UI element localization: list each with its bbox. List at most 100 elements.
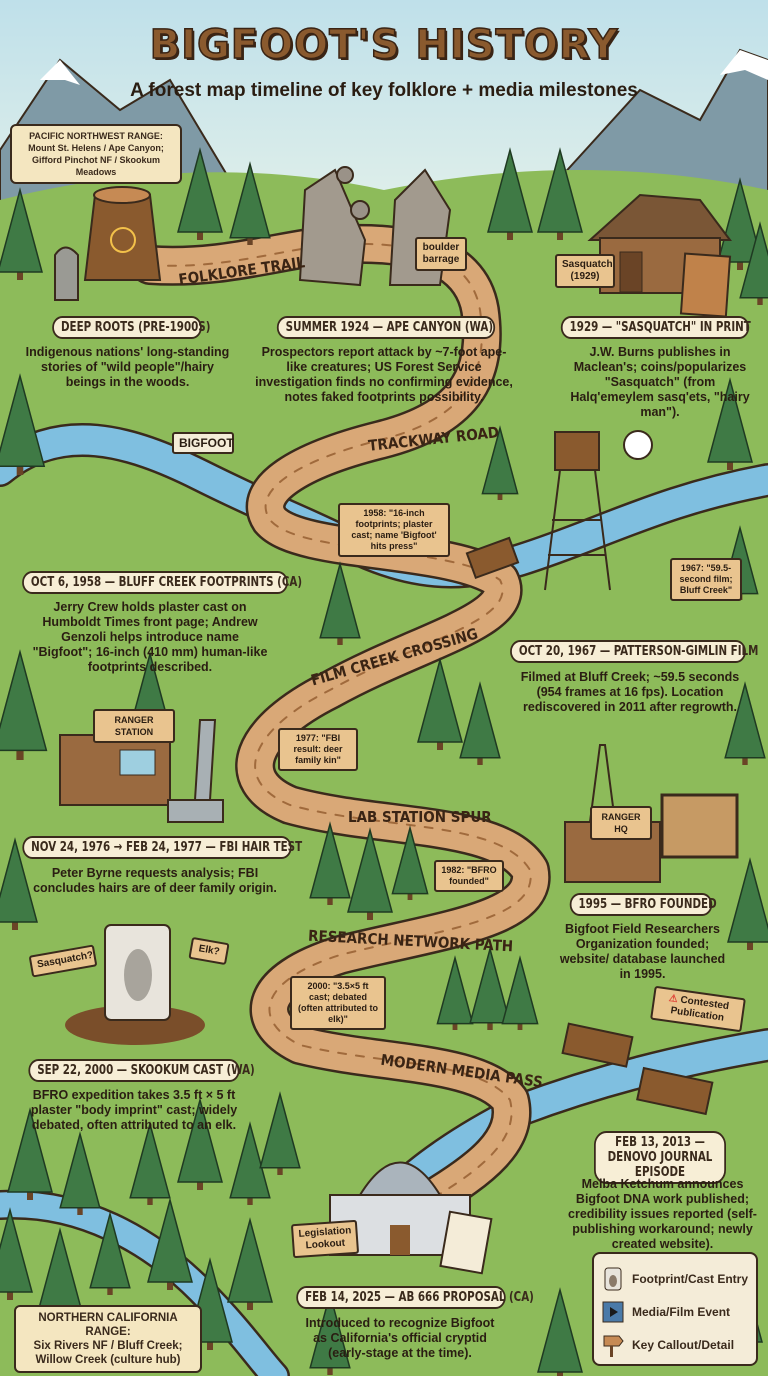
event-description: Jerry Crew holds plaster cast on Humbold… xyxy=(32,600,268,674)
pine-tree-icon xyxy=(59,1131,101,1215)
pine-tree-icon xyxy=(727,857,768,950)
tree-stump-icon xyxy=(83,186,162,281)
region-line: Willow Creek (culture hub) xyxy=(35,1354,181,1366)
pine-tree-icon xyxy=(177,1097,223,1190)
event-title: 1995 — BFRO FOUNDED xyxy=(569,893,717,916)
callout-1958: 1958: "16-inch footprints; plaster cast;… xyxy=(338,503,450,557)
pine-tree-icon xyxy=(229,1121,271,1205)
pine-tree-icon xyxy=(717,177,763,270)
pine-tree-icon xyxy=(391,825,429,900)
legend-item: Media/Film Event xyxy=(602,1295,748,1328)
pine-tree-icon xyxy=(537,147,583,240)
event-title: FEB 13, 2013 — DENOVO JOURNAL EPISODE xyxy=(594,1131,726,1184)
legend-label: Key Callout/Detail xyxy=(632,1337,735,1352)
landmarks xyxy=(54,166,739,1275)
pine-tree-icon xyxy=(501,955,539,1030)
legend-label: Media/Film Event xyxy=(632,1304,731,1319)
fire-lookout-tower-icon xyxy=(544,431,611,591)
region-pacific-northwest: PACIFIC NORTHWEST RANGE: Mount St. Helen… xyxy=(10,124,182,184)
pine-tree-icon xyxy=(89,1211,131,1295)
pine-tree-icon xyxy=(0,837,38,930)
pine-tree-icon xyxy=(436,955,474,1030)
standing-stone-icon xyxy=(54,246,79,301)
event-description: Filmed at Bluff Creek; ~59.5 seconds (95… xyxy=(520,670,740,714)
pine-tree-icon xyxy=(129,1121,171,1205)
pine-tree-icon xyxy=(7,1107,53,1200)
event-title: SEP 22, 2000 — SKOOKUM CAST (WA) xyxy=(28,1059,255,1082)
event-title: FEB 14, 2025 — AB 666 PROPOSAL (CA) xyxy=(296,1286,534,1309)
legend-label: Footprint/Cast Entry xyxy=(632,1271,748,1286)
event-title: OCT 20, 1967 — PATTERSON-GIMLIN FILM xyxy=(510,640,758,663)
forest-trees xyxy=(0,147,768,1376)
pine-tree-icon xyxy=(469,946,511,1030)
footprint-cast-icon xyxy=(602,1266,624,1292)
pine-tree-icon xyxy=(0,373,46,475)
film-reel-icon xyxy=(623,430,653,460)
pine-tree-icon xyxy=(487,147,533,240)
pine-tree-icon xyxy=(147,1197,193,1290)
pine-tree-icon xyxy=(537,1287,583,1376)
bridge-icon xyxy=(465,536,520,580)
plaster-cast-icon xyxy=(65,924,205,1045)
event-title: DEEP ROOTS (PRE-1900S) xyxy=(52,316,210,339)
pine-tree-icon xyxy=(417,657,463,750)
pine-tree-icon xyxy=(739,221,768,305)
pine-tree-icon xyxy=(481,425,519,500)
microscope-icon xyxy=(167,719,224,823)
region-line: Six Rivers NF / Bluff Creek; xyxy=(33,1340,183,1352)
broken-bridge-icon xyxy=(561,1022,714,1116)
pine-tree-icon xyxy=(319,561,361,645)
event-description: Introduced to recognize Bigfoot as Calif… xyxy=(305,1316,495,1360)
callout-1977: 1977: "FBI result: deer family kin" xyxy=(278,728,358,771)
bulletin-board-icon xyxy=(660,793,739,859)
event-description: Bigfoot Field Researchers Organization f… xyxy=(559,922,726,981)
sign-ranger-station: RANGER STATION xyxy=(93,709,175,743)
newspaper-bigfoot: BIGFOOT xyxy=(172,432,234,454)
event-description: J.W. Burns publishes in Maclean's; coins… xyxy=(570,345,750,419)
sign-boulder-barrage: boulder barrage xyxy=(415,237,467,271)
region-line: Gifford Pinchot NF / Skookum Meadows xyxy=(32,155,160,177)
event-description: Indigenous nations' long-standing storie… xyxy=(25,345,230,389)
sign-sasquatch-1929: Sasquatch (1929) xyxy=(555,254,615,288)
event-title: OCT 6, 1958 — BLUFF CREEK FOOTPRINTS (CA… xyxy=(22,571,302,594)
callout-2000: 2000: "3.5×5 ft cast; debated (often att… xyxy=(290,976,386,1030)
trail-label-lab-station: LAB STATION SPUR xyxy=(348,808,492,826)
pine-tree-icon xyxy=(177,147,223,240)
pine-tree-icon xyxy=(309,1291,351,1375)
event-title: SUMMER 1924 — APE CANYON (WA) xyxy=(276,316,496,339)
event-title: 1929 — "SASQUATCH" IN PRINT xyxy=(560,316,751,339)
pine-tree-icon xyxy=(309,821,351,905)
pine-tree-icon xyxy=(229,161,271,245)
event-description: BFRO expedition takes 3.5 ft × 5 ft plas… xyxy=(30,1088,238,1132)
magazine-icon xyxy=(679,252,732,318)
page-subtitle: A forest map timeline of key folklore + … xyxy=(130,80,638,101)
pine-tree-icon xyxy=(259,1091,301,1175)
region-title: NORTHERN CALIFORNIA RANGE: xyxy=(38,1312,178,1338)
legend: Footprint/Cast Entry Media/Film Event Ke… xyxy=(592,1252,758,1366)
event-description: Prospectors report attack by ~7-foot ape… xyxy=(255,345,513,404)
legend-item: Footprint/Cast Entry xyxy=(602,1262,748,1295)
callout-1967: 1967: "59.5-second film; Bluff Creek" xyxy=(670,558,742,601)
legend-item: Key Callout/Detail xyxy=(602,1328,748,1361)
event-description: Melba Ketchum announces Bigfoot DNA work… xyxy=(568,1177,757,1251)
pine-tree-icon xyxy=(347,827,393,920)
ranger-station-icon xyxy=(59,734,171,806)
sign-legislation-lookout: Legislation Lookout xyxy=(290,1219,360,1259)
signpost-icon xyxy=(602,1332,624,1358)
sign-ranger-hq: RANGER HQ xyxy=(590,806,652,840)
pine-tree-icon xyxy=(0,649,48,760)
page-title: BIGFOOT'S HISTORY xyxy=(149,21,619,69)
pine-tree-icon xyxy=(707,377,753,470)
trail xyxy=(130,223,551,1220)
pine-tree-icon xyxy=(227,1217,273,1310)
event-description: Peter Byrne requests analysis; FBI concl… xyxy=(33,866,277,895)
region-title: PACIFIC NORTHWEST RANGE: xyxy=(29,131,163,141)
region-line: Mount St. Helens / Ape Canyon; xyxy=(28,143,164,153)
scroll-icon xyxy=(439,1210,493,1275)
film-icon xyxy=(602,1299,624,1325)
pine-tree-icon xyxy=(459,681,501,765)
region-northern-california: NORTHERN CALIFORNIA RANGE: Six Rivers NF… xyxy=(14,1305,202,1373)
pine-tree-icon xyxy=(724,681,766,765)
pine-tree-icon xyxy=(0,1207,33,1300)
event-title: NOV 24, 1976 → FEB 24, 1977 — FBI HAIR T… xyxy=(22,836,302,859)
